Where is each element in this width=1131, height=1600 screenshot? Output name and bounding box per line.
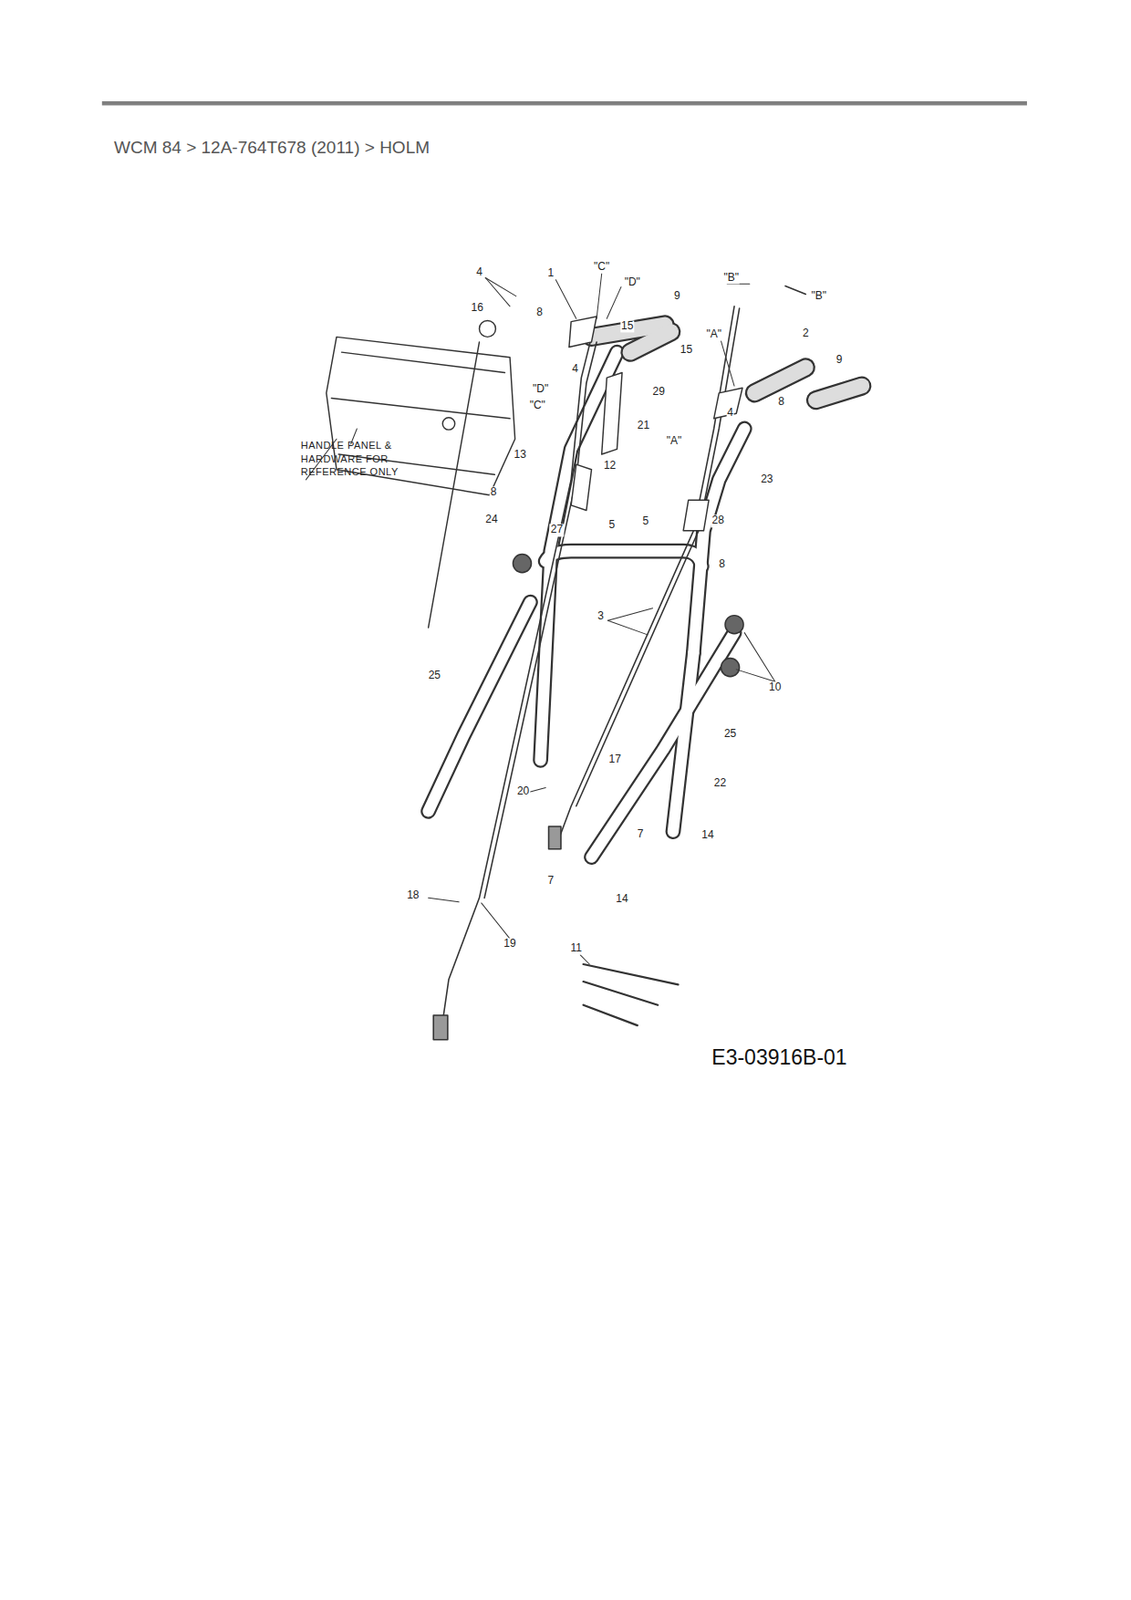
callout-number: 8 xyxy=(777,395,786,408)
callout-number: "D" xyxy=(531,383,550,396)
callout-number: "D" xyxy=(623,276,642,289)
drawing-code: E3-03916B-01 xyxy=(710,1046,848,1069)
reference-note: HANDLE PANEL & HARDWARE FOR REFERENCE ON… xyxy=(300,438,439,480)
callout-number: "A" xyxy=(665,435,684,448)
callout-number: 2 xyxy=(801,327,810,340)
callout-number: 14 xyxy=(700,829,715,841)
header-rule xyxy=(102,101,1028,105)
callout-number: 5 xyxy=(641,516,650,529)
callout-number: 4 xyxy=(475,266,484,279)
callout-number: 17 xyxy=(608,753,623,766)
breadcrumb-title: WCM 84 > 12A-764T678 (2011) > HOLM xyxy=(114,137,430,158)
callout-number: "C" xyxy=(592,260,611,273)
callout-number: "C" xyxy=(529,399,547,412)
callout-number: "B" xyxy=(722,272,740,285)
callout-number: 25 xyxy=(427,670,442,683)
callout-number: 22 xyxy=(713,777,727,789)
callout-number: 4 xyxy=(570,363,580,375)
callout-number: 14 xyxy=(614,893,629,906)
handle-tubes xyxy=(428,352,746,857)
callout-number: 13 xyxy=(513,448,528,461)
callout-number: "A" xyxy=(705,328,723,341)
bolts xyxy=(583,964,679,1026)
callout-number: 19 xyxy=(502,938,517,951)
grips xyxy=(591,324,862,401)
callout-number: 11 xyxy=(570,942,583,955)
levers xyxy=(569,316,743,531)
callout-number: 23 xyxy=(759,473,774,486)
callout-number: 10 xyxy=(767,681,782,694)
knobs xyxy=(512,554,744,677)
callout-number: 5 xyxy=(608,518,617,531)
callout-number: 15 xyxy=(679,343,694,356)
shift-rod xyxy=(428,342,480,628)
callout-number: 4 xyxy=(726,406,735,419)
callout-number: 8 xyxy=(717,559,727,571)
callout-number: 20 xyxy=(516,785,530,798)
callout-number: 9 xyxy=(835,353,844,366)
callout-number: 3 xyxy=(596,611,605,623)
callout-number: 9 xyxy=(673,290,682,303)
callout-number: 25 xyxy=(723,727,737,740)
leader-lines xyxy=(305,273,775,965)
callout-number: 27 xyxy=(549,524,564,537)
callout-number: 24 xyxy=(484,514,499,527)
callout-number: 28 xyxy=(710,515,725,528)
callout-number: 7 xyxy=(636,828,645,841)
callout-number: 1 xyxy=(546,267,555,280)
callout-number: 8 xyxy=(489,486,499,499)
callout-number: 18 xyxy=(405,889,420,902)
callout-number: 16 xyxy=(470,301,485,314)
callout-number: 21 xyxy=(636,420,651,433)
callout-number: 8 xyxy=(535,307,544,320)
callout-number: 7 xyxy=(546,874,555,887)
callout-number: 29 xyxy=(652,386,666,399)
callout-number: 12 xyxy=(602,459,617,472)
cables xyxy=(433,285,806,1039)
callout-number: 15 xyxy=(620,320,634,333)
callout-number: "B" xyxy=(810,290,829,303)
